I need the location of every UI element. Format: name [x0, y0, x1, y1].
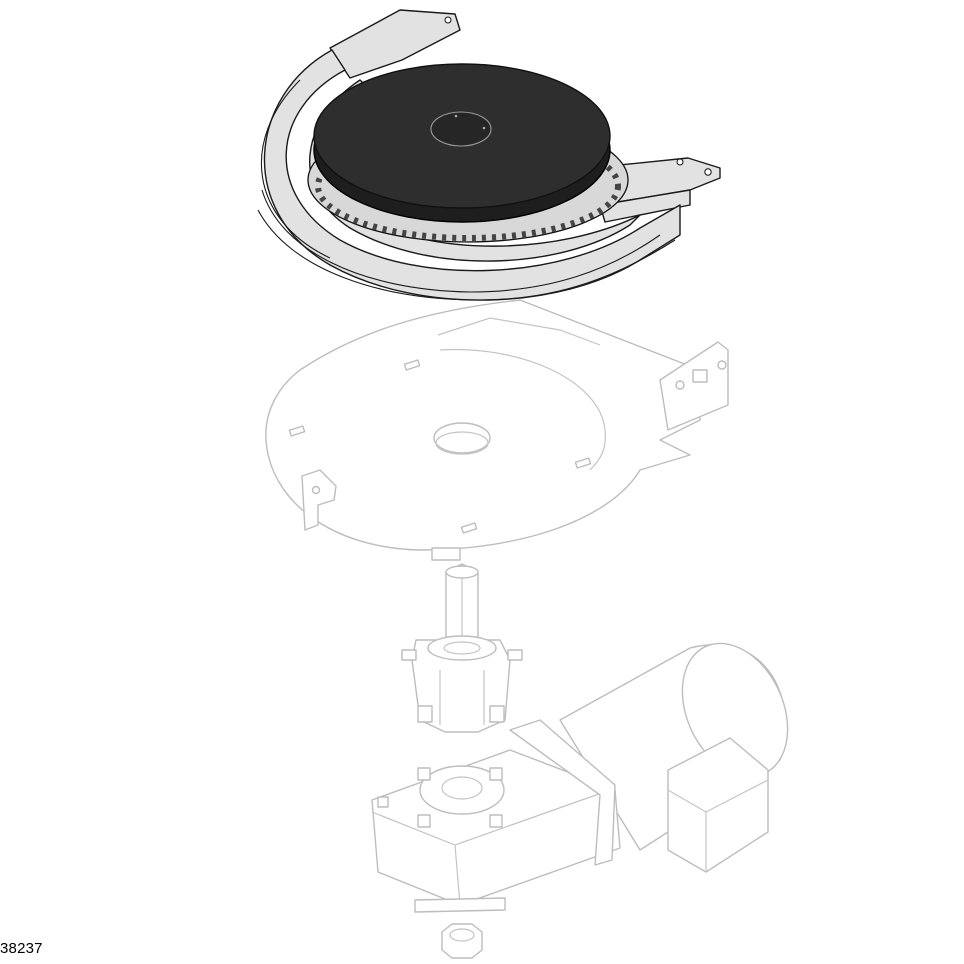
- rail-bolt: [704, 168, 712, 176]
- output-bore: [441, 776, 483, 800]
- nut-bore: [449, 928, 475, 942]
- mounting-plate: [265, 299, 729, 561]
- left-bracket: [301, 469, 337, 531]
- housing-screw: [489, 705, 505, 723]
- bracket-bolt: [675, 380, 685, 390]
- outer-curved-rail: [263, 49, 681, 301]
- center-hole-inner: [435, 431, 489, 455]
- rail-bolt: [444, 16, 452, 24]
- plate-lug: [431, 547, 461, 561]
- bracket-clip: [692, 369, 708, 383]
- slot: [288, 425, 306, 437]
- housing-ear: [507, 649, 523, 661]
- bearing-housing: [401, 635, 523, 733]
- gear-motor: [371, 642, 789, 913]
- hub-screw: [454, 114, 458, 118]
- rail-bolt: [676, 158, 684, 166]
- terminal-box: [667, 737, 769, 873]
- left-rail-stub: [329, 9, 461, 79]
- right-rail-lower: [599, 189, 691, 223]
- housing-ribs: [439, 670, 485, 725]
- flange-screw: [417, 814, 431, 828]
- plate-body: [265, 299, 701, 551]
- slot: [574, 457, 592, 469]
- coupling-flange: [509, 719, 616, 866]
- figure-number: 38237: [0, 940, 43, 957]
- plate-fold: [437, 317, 601, 346]
- housing-body: [411, 639, 511, 733]
- side-bracket: [659, 341, 729, 431]
- rail-edge: [260, 79, 331, 259]
- plate-contour: [439, 348, 606, 471]
- housing-screw: [417, 705, 433, 723]
- terminal-box-edges: [667, 779, 769, 872]
- gearbox-edges: [371, 789, 611, 906]
- shaft-top: [445, 565, 479, 579]
- gearbox-foot: [414, 897, 506, 913]
- slot: [460, 522, 478, 534]
- hex-nut: [441, 923, 483, 959]
- housing-bore: [443, 641, 481, 655]
- bracket-bolt: [311, 485, 321, 495]
- gearbox-plug: [377, 796, 389, 808]
- flange-screw: [417, 767, 431, 781]
- flange-screw: [489, 814, 503, 828]
- center-hole: [433, 422, 491, 454]
- output-flange: [419, 765, 505, 815]
- hub-screw: [482, 126, 486, 130]
- housing-flange: [427, 635, 497, 661]
- rail-edge: [261, 189, 661, 293]
- slot: [403, 359, 421, 371]
- rail-edge: [257, 209, 676, 301]
- flange-screw: [489, 767, 503, 781]
- bracket-bolt: [717, 360, 727, 370]
- roller-teeth: [315, 131, 621, 241]
- housing-ear: [401, 649, 417, 661]
- turntable-curve-assembly: [257, 9, 721, 301]
- disc-hub: [430, 111, 492, 147]
